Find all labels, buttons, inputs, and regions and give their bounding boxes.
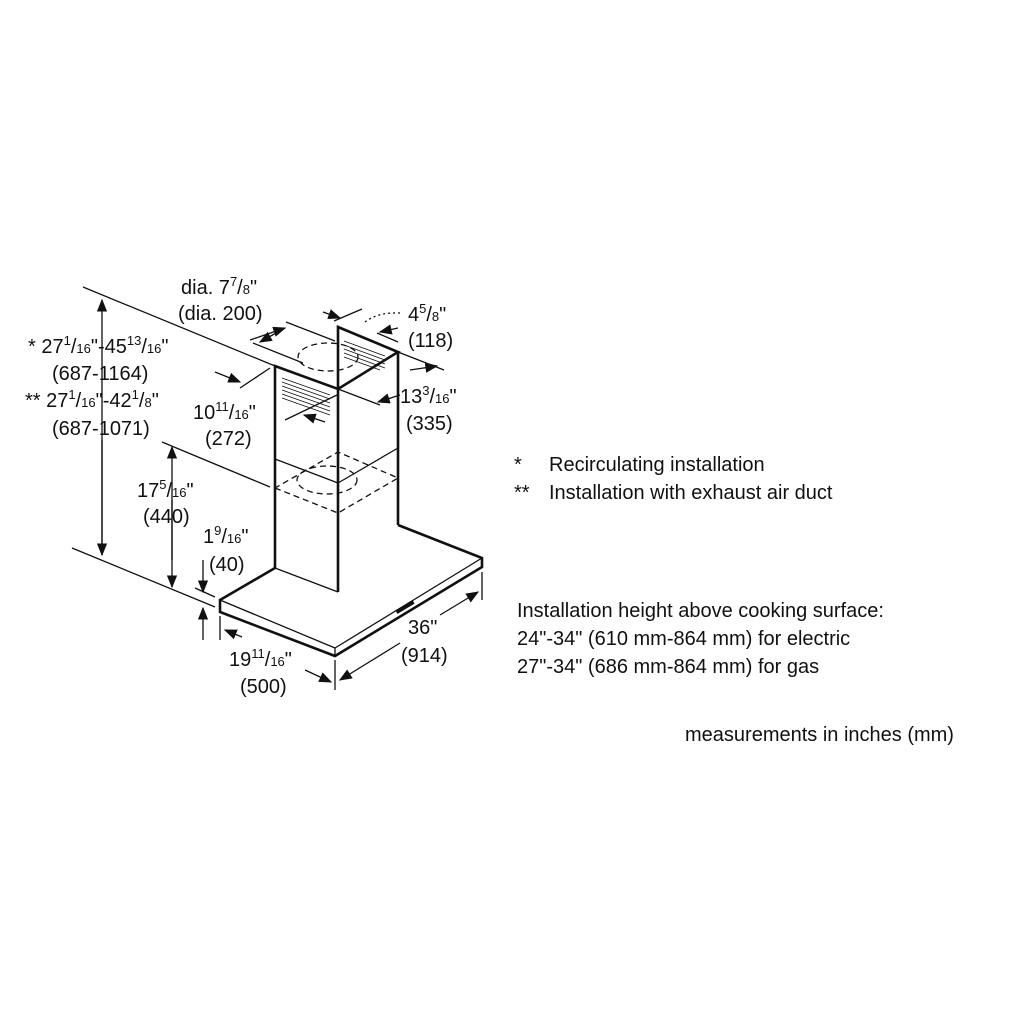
width-in: 36" xyxy=(408,617,437,639)
units-note: measurements in inches (mm) xyxy=(685,724,954,746)
dimension-lines xyxy=(71,286,483,690)
legend-recirculating: * Recirculating installation xyxy=(514,454,765,477)
install-height-electric: 24"-34" (610 mm-864 mm) for electric xyxy=(517,628,851,650)
install-height-title: Installation height above cooking surfac… xyxy=(517,600,884,622)
lower-height-in: 175/16" xyxy=(137,477,194,502)
canopy-thickness-in: 19/16" xyxy=(203,523,249,548)
chimney-side-mm: (272) xyxy=(205,428,252,450)
lower-height-mm: (440) xyxy=(143,506,190,528)
chimney-width-in: 133/16" xyxy=(400,383,457,408)
install-height-gas: 27"-34" (686 mm-864 mm) for gas xyxy=(517,656,820,678)
width-mm: (914) xyxy=(401,645,448,667)
canopy-thickness-mm: (40) xyxy=(209,554,245,576)
legend-label: Installation with exhaust air duct xyxy=(549,482,833,504)
legend-exhaust: ** Installation with exhaust air duct xyxy=(514,482,833,505)
legend-label: Recirculating installation xyxy=(549,454,765,476)
height-exhaust-mm: (687-1071) xyxy=(52,418,150,440)
chimney-width-mm: (335) xyxy=(406,413,453,435)
depth-mm: (500) xyxy=(240,676,287,698)
chimney-depth-mm: (118) xyxy=(408,330,453,352)
legend-mark: * xyxy=(514,454,522,476)
height-recirculating-in: * 271/16"-4513/16" xyxy=(28,333,168,358)
duct-diameter-mm: (dia. 200) xyxy=(178,303,263,325)
chimney-side-in: 1011/16" xyxy=(193,399,256,424)
chimney-depth-in: 45/8" xyxy=(408,301,446,326)
height-exhaust-in: ** 271/16"-421/8" xyxy=(25,387,159,412)
duct-diameter-in: dia. 77/8" xyxy=(181,274,257,299)
height-recirculating-mm: (687-1164) xyxy=(52,363,148,385)
depth-in: 1911/16" xyxy=(229,646,292,671)
legend-mark: ** xyxy=(514,482,530,504)
hood-outline xyxy=(218,325,484,658)
